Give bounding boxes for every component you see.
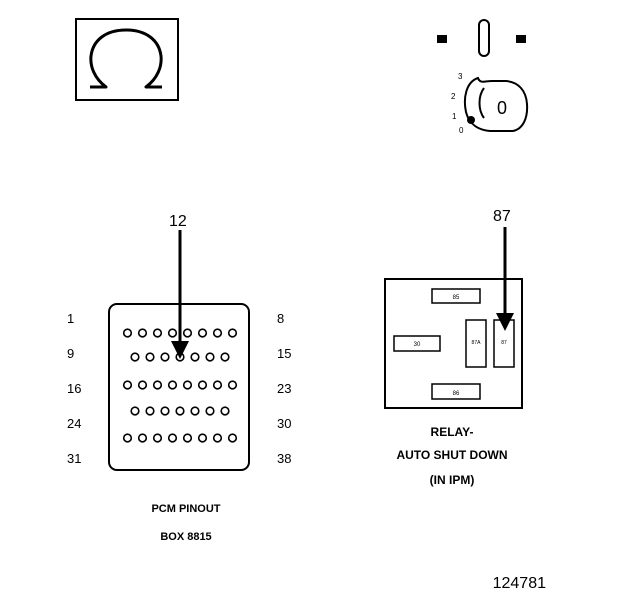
relay-body xyxy=(384,278,523,409)
ignition-position-2: 2 xyxy=(451,92,456,101)
pcm-pin xyxy=(197,328,208,338)
relay-terminal-87-label: 87 xyxy=(501,340,507,346)
pcm-pin xyxy=(227,380,238,390)
pcm-pin xyxy=(197,433,208,443)
pcm-pin xyxy=(137,328,148,338)
pcm-pin xyxy=(182,380,193,390)
pcm-pin xyxy=(205,352,215,362)
pcm-pin xyxy=(167,328,178,338)
pcm-pin xyxy=(212,433,223,443)
pcm-pin xyxy=(137,380,148,390)
pcm-pin xyxy=(122,328,133,338)
pcm-pin xyxy=(145,406,155,416)
pcm-right-pin-label: 23 xyxy=(277,381,291,396)
relay-caption-line3: (IN IPM) xyxy=(430,473,475,487)
pcm-pin xyxy=(130,352,140,362)
pcm-left-pin-label: 31 xyxy=(67,451,81,466)
pcm-pin xyxy=(205,406,215,416)
pcm-pin xyxy=(167,433,178,443)
relay-terminal-86-label: 86 xyxy=(453,391,460,397)
pcm-pin xyxy=(212,380,223,390)
pcm-pin xyxy=(160,406,170,416)
relay-caption-line1: RELAY- xyxy=(431,425,474,439)
pcm-pin xyxy=(182,328,193,338)
pcm-pin xyxy=(227,328,238,338)
relay-terminal-30: 30 xyxy=(393,335,441,352)
pcm-pin xyxy=(197,380,208,390)
ignition-position-1: 1 xyxy=(452,112,457,121)
pcm-right-pin-label: 15 xyxy=(277,346,291,361)
pcm-pin xyxy=(212,328,223,338)
relay-pointer-label: 87 xyxy=(493,208,511,225)
pcm-connector-outline xyxy=(108,303,250,471)
pcm-pin-grid xyxy=(122,328,238,443)
relay-caption-line2: AUTO SHUT DOWN xyxy=(396,448,507,462)
relay-terminal-86: 86 xyxy=(431,383,481,400)
pcm-left-pin-label: 9 xyxy=(67,346,74,361)
pcm-pin xyxy=(152,433,163,443)
pcm-pin xyxy=(190,352,200,362)
pcm-title: PCM PINOUT xyxy=(151,503,220,515)
pcm-pin xyxy=(220,352,230,362)
pcm-pin xyxy=(152,328,163,338)
pcm-left-pin-label: 24 xyxy=(67,416,81,431)
pcm-pin xyxy=(152,380,163,390)
pcm-pin xyxy=(190,406,200,416)
pcm-pin xyxy=(145,352,155,362)
ignition-key-icon xyxy=(437,19,529,132)
pcm-pin xyxy=(220,406,230,416)
pcm-subtitle: BOX 8815 xyxy=(160,531,211,543)
pcm-pin xyxy=(182,433,193,443)
pcm-left-pin-label: 1 xyxy=(67,311,74,326)
relay-terminal-30-label: 30 xyxy=(414,342,421,348)
pcm-pin xyxy=(175,352,185,362)
ignition-position-0: 0 xyxy=(459,126,464,135)
pcm-right-pin-label: 38 xyxy=(277,451,291,466)
pcm-pin xyxy=(175,406,185,416)
ignition-position-3: 3 xyxy=(458,72,463,81)
relay-terminal-85-label: 85 xyxy=(453,295,460,301)
pcm-right-pin-label: 8 xyxy=(277,311,284,326)
ignition-key-label: 0 xyxy=(497,98,507,118)
pcm-right-pin-label: 30 xyxy=(277,416,291,431)
relay-terminal-85: 85 xyxy=(431,288,481,304)
pcm-pin xyxy=(167,380,178,390)
pcm-pin xyxy=(122,380,133,390)
relay-terminal-87a: 87A xyxy=(465,319,487,368)
pcm-pin xyxy=(137,433,148,443)
pcm-pin xyxy=(227,433,238,443)
pcm-pin xyxy=(160,352,170,362)
pcm-pin xyxy=(130,406,140,416)
pcm-pointer-label: 12 xyxy=(169,213,187,230)
relay-terminal-87a-label: 87A xyxy=(472,340,482,346)
figure-number: 124781 xyxy=(493,575,546,592)
pcm-left-pin-label: 16 xyxy=(67,381,81,396)
ohm-icon xyxy=(75,18,179,101)
pcm-pin xyxy=(122,433,133,443)
relay-terminal-87: 87 xyxy=(493,319,515,368)
